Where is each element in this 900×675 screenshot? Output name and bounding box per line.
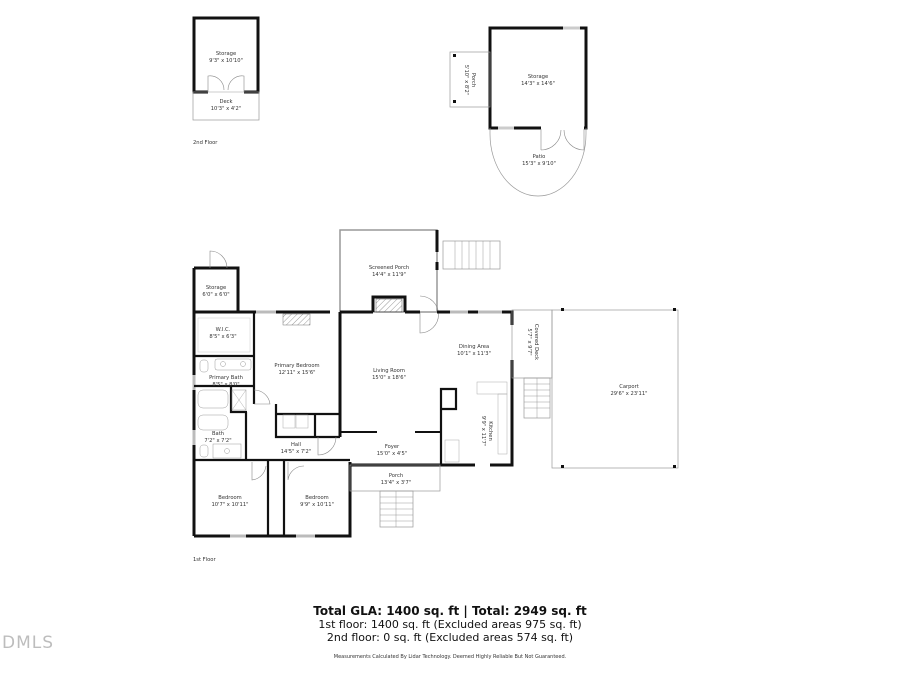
room-dims: 9'9" x 10'11" <box>300 502 334 508</box>
room-dims: 10'3" x 4'2" <box>211 106 242 112</box>
room-name: Porch <box>470 73 476 87</box>
second-floor-small-building: Storage 9'3" x 10'10" Deck 10'3" x 4'2" … <box>192 16 260 146</box>
second-floor-large-building: Storage 14'3" x 14'6" Porch 5'10" x 8'2"… <box>449 26 588 197</box>
room-dims: 5'10" x 8'2" <box>463 65 469 96</box>
room-name: Patio <box>533 154 546 160</box>
floor-label-1st: 1st Floor <box>193 557 216 563</box>
measurement-disclaimer: Measurements Calculated By Lidar Technol… <box>333 654 567 660</box>
total-gla-summary: Total GLA: 1400 sq. ft | Total: 2949 sq.… <box>313 604 587 618</box>
room-name: Bedroom <box>218 495 241 501</box>
room-dims: 9'3" x 10'10" <box>209 58 243 64</box>
room-dims: 13'4" x 3'7" <box>381 480 412 486</box>
second-floor-summary: 2nd floor: 0 sq. ft (Excluded areas 574 … <box>326 631 574 644</box>
room-name: Primary Bath <box>209 375 243 381</box>
room-dims: 14'5" x 7'2" <box>281 449 312 455</box>
room-name: W.I.C. <box>216 327 231 333</box>
room-name: Deck <box>219 99 232 105</box>
room-dims: 8'5" x 8'0" <box>212 382 239 388</box>
room-name: Porch <box>389 473 403 479</box>
room-name: Storage <box>216 51 236 57</box>
room-dims: 10'7" x 10'11" <box>211 502 248 508</box>
room-dims: 15'3" x 9'10" <box>522 161 556 167</box>
room-dims: 14'4" x 11'9" <box>372 272 406 278</box>
dmls-watermark: DMLS <box>2 633 55 653</box>
room-name: Dining Area <box>459 344 489 350</box>
room-name: Storage <box>528 74 548 80</box>
room-name: Covered Deck <box>533 324 539 360</box>
room-dims: 8'5" x 6'3" <box>209 334 236 340</box>
room-dims: 6'0" x 6'0" <box>202 292 229 298</box>
room-name: Bedroom <box>305 495 328 501</box>
room-name: Hall <box>291 442 301 448</box>
room-name: Foyer <box>385 444 400 450</box>
first-floor-summary: 1st floor: 1400 sq. ft (Excluded areas 9… <box>318 618 582 631</box>
room-dims: 5'7" x 9'7" <box>526 328 532 355</box>
room-name: Carport <box>619 384 639 390</box>
room-name: Storage <box>206 285 226 291</box>
room-dims: 12'11" x 15'6" <box>278 370 315 376</box>
room-dims: 10'1" x 11'3" <box>457 351 491 357</box>
room-dims: 9'9" x 11'7" <box>480 416 486 447</box>
room-dims: 7'2" x 7'2" <box>204 438 231 444</box>
first-floor: Screened Porch 14'4" x 11'9" <box>192 229 679 563</box>
room-dims: 15'0" x 18'6" <box>372 375 406 381</box>
room-name: Screened Porch <box>369 265 409 271</box>
room-name: Kitchen <box>487 421 493 441</box>
room-name: Primary Bedroom <box>274 363 319 369</box>
room-dims: 15'0" x 4'5" <box>377 451 408 457</box>
room-name: Bath <box>212 431 224 437</box>
room-dims: 29'6" x 23'11" <box>610 391 647 397</box>
room-dims: 14'3" x 14'6" <box>521 81 555 87</box>
room-name: Living Room <box>373 368 405 374</box>
floor-label-2nd: 2nd Floor <box>193 140 218 146</box>
